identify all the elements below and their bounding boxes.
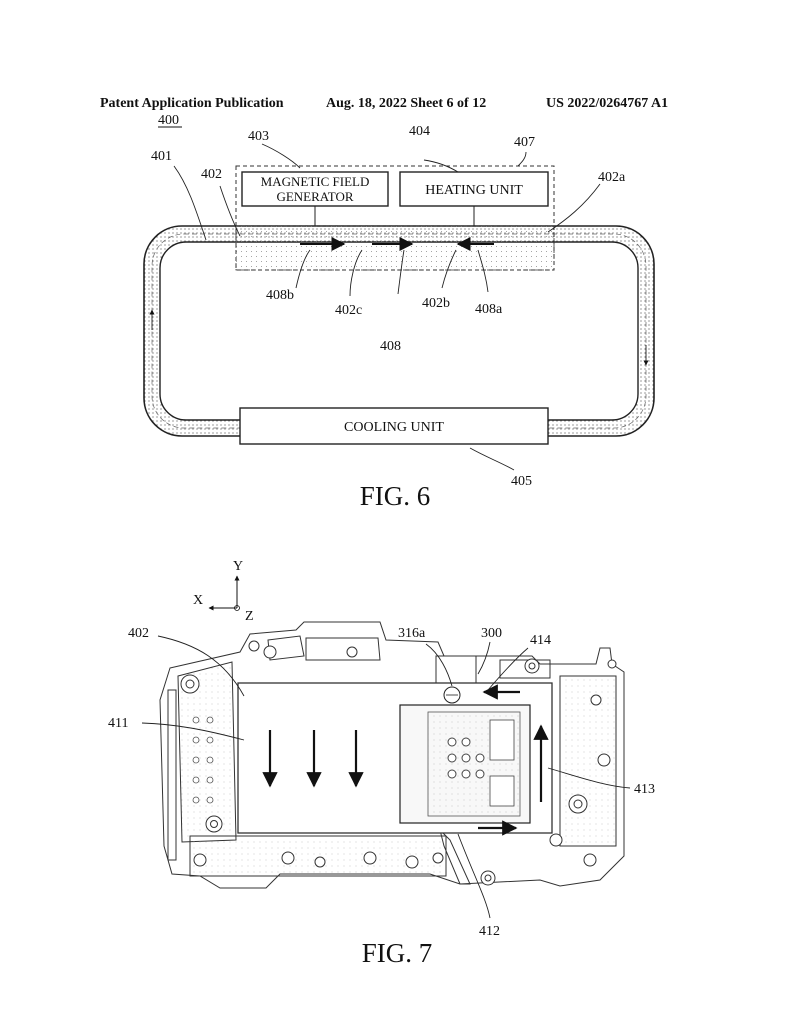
ref-405: 405 xyxy=(511,474,532,489)
ref-408b: 408b xyxy=(266,288,294,303)
ref-402: 402 xyxy=(201,167,222,182)
ref-402c: 402c xyxy=(335,303,362,318)
ref-402a: 402a xyxy=(598,170,626,185)
fig7: Y X Z xyxy=(108,559,655,968)
ref-402b: 402b xyxy=(422,296,450,311)
magnetic-field-generator-box: MAGNETIC FIELD GENERATOR xyxy=(241,171,389,226)
fig7-ref-402: 402 xyxy=(128,626,149,641)
ref-408: 408 xyxy=(380,339,401,354)
heat-pipe-loop xyxy=(143,225,655,437)
fig6-ref-400: 400 xyxy=(158,113,179,128)
axis-indicator: Y X Z xyxy=(193,559,254,624)
fig7-ref-300: 300 xyxy=(481,626,502,641)
fig7-ref-414: 414 xyxy=(530,633,551,648)
ref-407: 407 xyxy=(514,135,535,150)
ref-401: 401 xyxy=(151,149,172,164)
sensor-module-300 xyxy=(399,704,531,824)
publication-date-sheet: Aug. 18, 2022 Sheet 6 of 12 xyxy=(326,96,487,111)
fig6-caption: FIG. 6 xyxy=(360,481,431,511)
fig7-leader-lines xyxy=(141,635,631,919)
axis-y-label: Y xyxy=(233,559,243,574)
fig7-ref-413: 413 xyxy=(634,782,655,797)
cooling-unit-box: COOLING UNIT xyxy=(239,407,549,445)
ref-404: 404 xyxy=(409,124,430,139)
page-header: Patent Application Publication Aug. 18, … xyxy=(0,96,791,116)
mfg-label-line1: MAGNETIC FIELD xyxy=(261,174,370,189)
loop-flow-arrows xyxy=(149,309,649,366)
pipe-region-402a xyxy=(235,225,555,271)
fig6: MAGNETIC FIELD GENERATOR HEATING UNIT CO… xyxy=(143,113,655,511)
fig7-ref-316a: 316a xyxy=(398,626,426,641)
fig6-leader-lines xyxy=(173,143,601,471)
mfg-label-line2: GENERATOR xyxy=(276,189,353,204)
fig7-ref-412: 412 xyxy=(479,924,500,939)
publication-number: US 2022/0264767 A1 xyxy=(546,96,669,111)
ref-403: 403 xyxy=(248,129,269,144)
fig7-caption: FIG. 7 xyxy=(362,938,433,968)
axis-x-label: X xyxy=(193,593,203,608)
device-left-plate-grid xyxy=(192,716,214,804)
fig7-flow-arrows xyxy=(262,684,549,836)
publication-type: Patent Application Publication xyxy=(100,96,284,111)
heating-unit-label: HEATING UNIT xyxy=(425,183,523,198)
ref-408a: 408a xyxy=(475,302,503,317)
fig7-ref-411: 411 xyxy=(108,716,128,731)
axis-z-label: Z xyxy=(245,609,254,624)
heating-unit-box: HEATING UNIT xyxy=(399,171,549,226)
cooling-unit-label: COOLING UNIT xyxy=(344,420,444,435)
